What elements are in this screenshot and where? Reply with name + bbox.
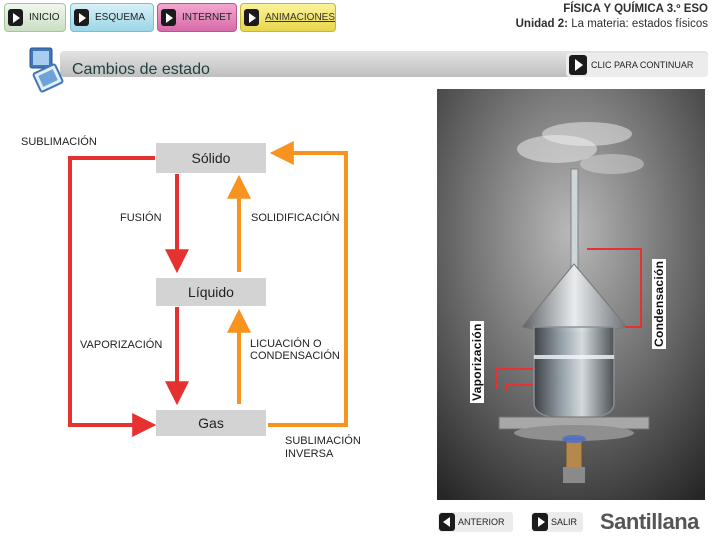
animaciones-label: ANIMACIONES: [265, 12, 336, 23]
reverse-sublimation-label-line2: INVERSA: [285, 448, 334, 460]
play-icon: [8, 9, 23, 26]
play-icon: [532, 513, 548, 531]
monitor-icon: [29, 47, 64, 93]
state-gas: Gas: [156, 410, 266, 436]
sublimation-arrow: [68, 156, 157, 437]
play-icon: [244, 9, 259, 26]
photo-condensation-label: Condensación: [652, 258, 666, 349]
liquefaction-label: LICUACIÓN O CONDENSACIÓN: [250, 338, 340, 362]
inicio-label: INICIO: [29, 12, 60, 23]
unit-label: Unidad 2:: [515, 18, 568, 30]
reverse-sublimation-arrow: [268, 141, 348, 427]
continue-label: CLIC PARA CONTINUAR: [591, 60, 694, 70]
course-title: FÍSICA Y QUÍMICA 3.º ESO: [563, 3, 708, 15]
esquema-label: ESQUEMA: [95, 12, 146, 23]
brand-logo: Santillana: [600, 509, 699, 534]
reverse-sublimation-label-line1: SUBLIMACIÓN: [285, 435, 361, 447]
fusion-label: FUSIÓN: [120, 212, 162, 224]
state-liquid: Líquido: [156, 278, 266, 306]
previous-button[interactable]: ANTERIOR: [438, 512, 513, 532]
previous-label: ANTERIOR: [458, 517, 505, 527]
reverse-sublimation-label: SUBLIMACIÓN INVERSA: [285, 435, 361, 461]
exit-button[interactable]: SALIR: [531, 512, 583, 532]
unit-title: Unidad 2: La materia: estados físicos: [516, 18, 708, 30]
play-icon: [161, 9, 176, 26]
state-solid: Sólido: [156, 143, 266, 173]
inicio-button[interactable]: INICIO: [4, 3, 66, 32]
liquefaction-label-line2: CONDENSACIÓN: [250, 350, 340, 362]
internet-button[interactable]: INTERNET: [157, 3, 237, 32]
solidification-label: SOLIDIFICACIÓN: [251, 212, 340, 224]
page-title: Cambios de estado: [72, 61, 210, 78]
animaciones-button[interactable]: ANIMACIONES: [240, 3, 336, 32]
vaporization-label: VAPORIZACIÓN: [80, 339, 163, 351]
unit-name: La materia: estados físicos: [571, 18, 708, 30]
photo-vaporization-label: Vaporización: [470, 321, 484, 403]
back-arrow-icon: [439, 513, 455, 531]
continue-button[interactable]: CLIC PARA CONTINUAR: [566, 53, 708, 77]
esquema-button[interactable]: ESQUEMA: [70, 3, 154, 32]
internet-label: INTERNET: [182, 12, 232, 23]
sublimation-label: SUBLIMACIÓN: [21, 136, 97, 148]
play-icon: [569, 55, 587, 75]
liquefaction-label-line1: LICUACIÓN O: [250, 338, 322, 350]
play-icon: [74, 9, 89, 26]
exit-label: SALIR: [551, 517, 578, 527]
